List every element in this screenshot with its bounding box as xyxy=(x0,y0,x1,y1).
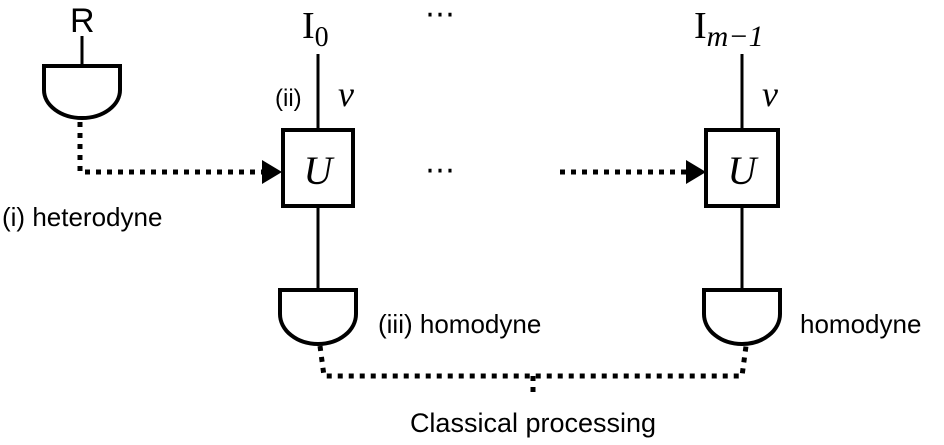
classical-bus xyxy=(317,345,749,379)
label-nu-1: ν xyxy=(338,74,354,114)
label-step-ii: (ii) xyxy=(275,85,302,112)
label-homodyne-iii: (iii) homodyne xyxy=(378,309,541,339)
heterodyne-detector xyxy=(42,64,122,120)
label-im1-subscript: m−1 xyxy=(707,20,764,53)
unitary-box-1 xyxy=(281,128,355,208)
arrowhead-2 xyxy=(686,160,706,184)
label-nu-2: ν xyxy=(762,74,778,114)
label-i0: I0 xyxy=(302,5,329,53)
label-classical: Classical processing xyxy=(410,408,656,438)
label-heterodyne: (i) heterodyne xyxy=(2,202,162,232)
homodyne-detector-1 xyxy=(278,288,358,346)
label-u-2: U xyxy=(728,148,760,193)
arrowhead-1 xyxy=(262,160,282,184)
ellipsis-mid: ⋯ xyxy=(425,154,455,187)
label-r: R xyxy=(70,2,95,40)
label-u-1: U xyxy=(304,148,336,193)
ellipsis-top: ⋯ xyxy=(425,0,455,31)
heterodyne-feed-line xyxy=(77,122,262,175)
label-homodyne: homodyne xyxy=(800,309,921,339)
label-im1: Im−1 xyxy=(694,5,764,53)
homodyne-detector-2 xyxy=(702,288,782,346)
label-i0-subscript: 0 xyxy=(315,22,329,53)
